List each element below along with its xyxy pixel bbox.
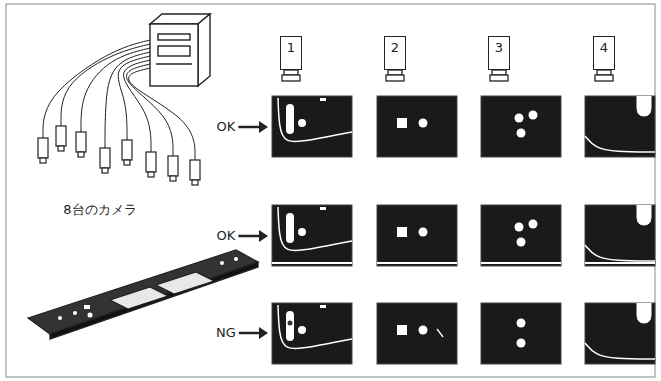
camera-image	[585, 303, 655, 364]
small-camera	[76, 132, 86, 157]
camera-image	[272, 96, 352, 157]
camera-cables	[43, 40, 195, 160]
camera-number: 2	[391, 37, 399, 56]
row-arrows	[238, 121, 268, 339]
result-label: OK	[217, 119, 236, 135]
camera-lenses	[282, 70, 613, 81]
camera-number: 3	[495, 37, 503, 56]
cable	[126, 64, 173, 156]
result-label: NG	[216, 325, 236, 341]
small-camera	[56, 126, 66, 151]
camera-number: 1	[287, 37, 295, 56]
cable	[129, 68, 195, 160]
camera-group	[38, 126, 200, 185]
camera-image	[377, 303, 457, 364]
small-camera	[100, 148, 110, 173]
camera-lens	[490, 70, 508, 81]
camera-image	[481, 205, 561, 266]
small-camera	[190, 160, 200, 185]
small-camera	[146, 152, 156, 177]
small-camera	[122, 140, 132, 165]
camera-image	[585, 96, 655, 157]
camera-body: 3	[488, 36, 510, 70]
camera-image	[377, 96, 457, 157]
camera-image	[481, 96, 561, 157]
camera-count-label: 8台のカメラ	[63, 202, 136, 218]
cable	[105, 52, 150, 148]
camera-image	[272, 303, 352, 364]
camera-image	[377, 205, 457, 266]
small-camera	[38, 138, 48, 163]
frame	[6, 4, 655, 377]
small-camera	[168, 156, 178, 181]
camera-image	[585, 205, 655, 266]
result-label: OK	[217, 228, 236, 244]
row-arrow	[239, 327, 268, 339]
row-arrow	[238, 230, 268, 242]
camera-image	[272, 205, 352, 266]
camera-lens	[595, 70, 613, 81]
camera-lens	[386, 70, 404, 81]
computer	[150, 14, 210, 86]
camera-body: 2	[384, 36, 406, 70]
row-arrow	[238, 121, 268, 133]
camera-images	[272, 96, 655, 364]
camera-body: 4	[593, 36, 615, 70]
cable	[43, 40, 150, 138]
camera-body: 1	[280, 36, 302, 70]
camera-number: 4	[600, 37, 608, 56]
camera-image	[481, 303, 561, 364]
camera-lens	[282, 70, 300, 81]
